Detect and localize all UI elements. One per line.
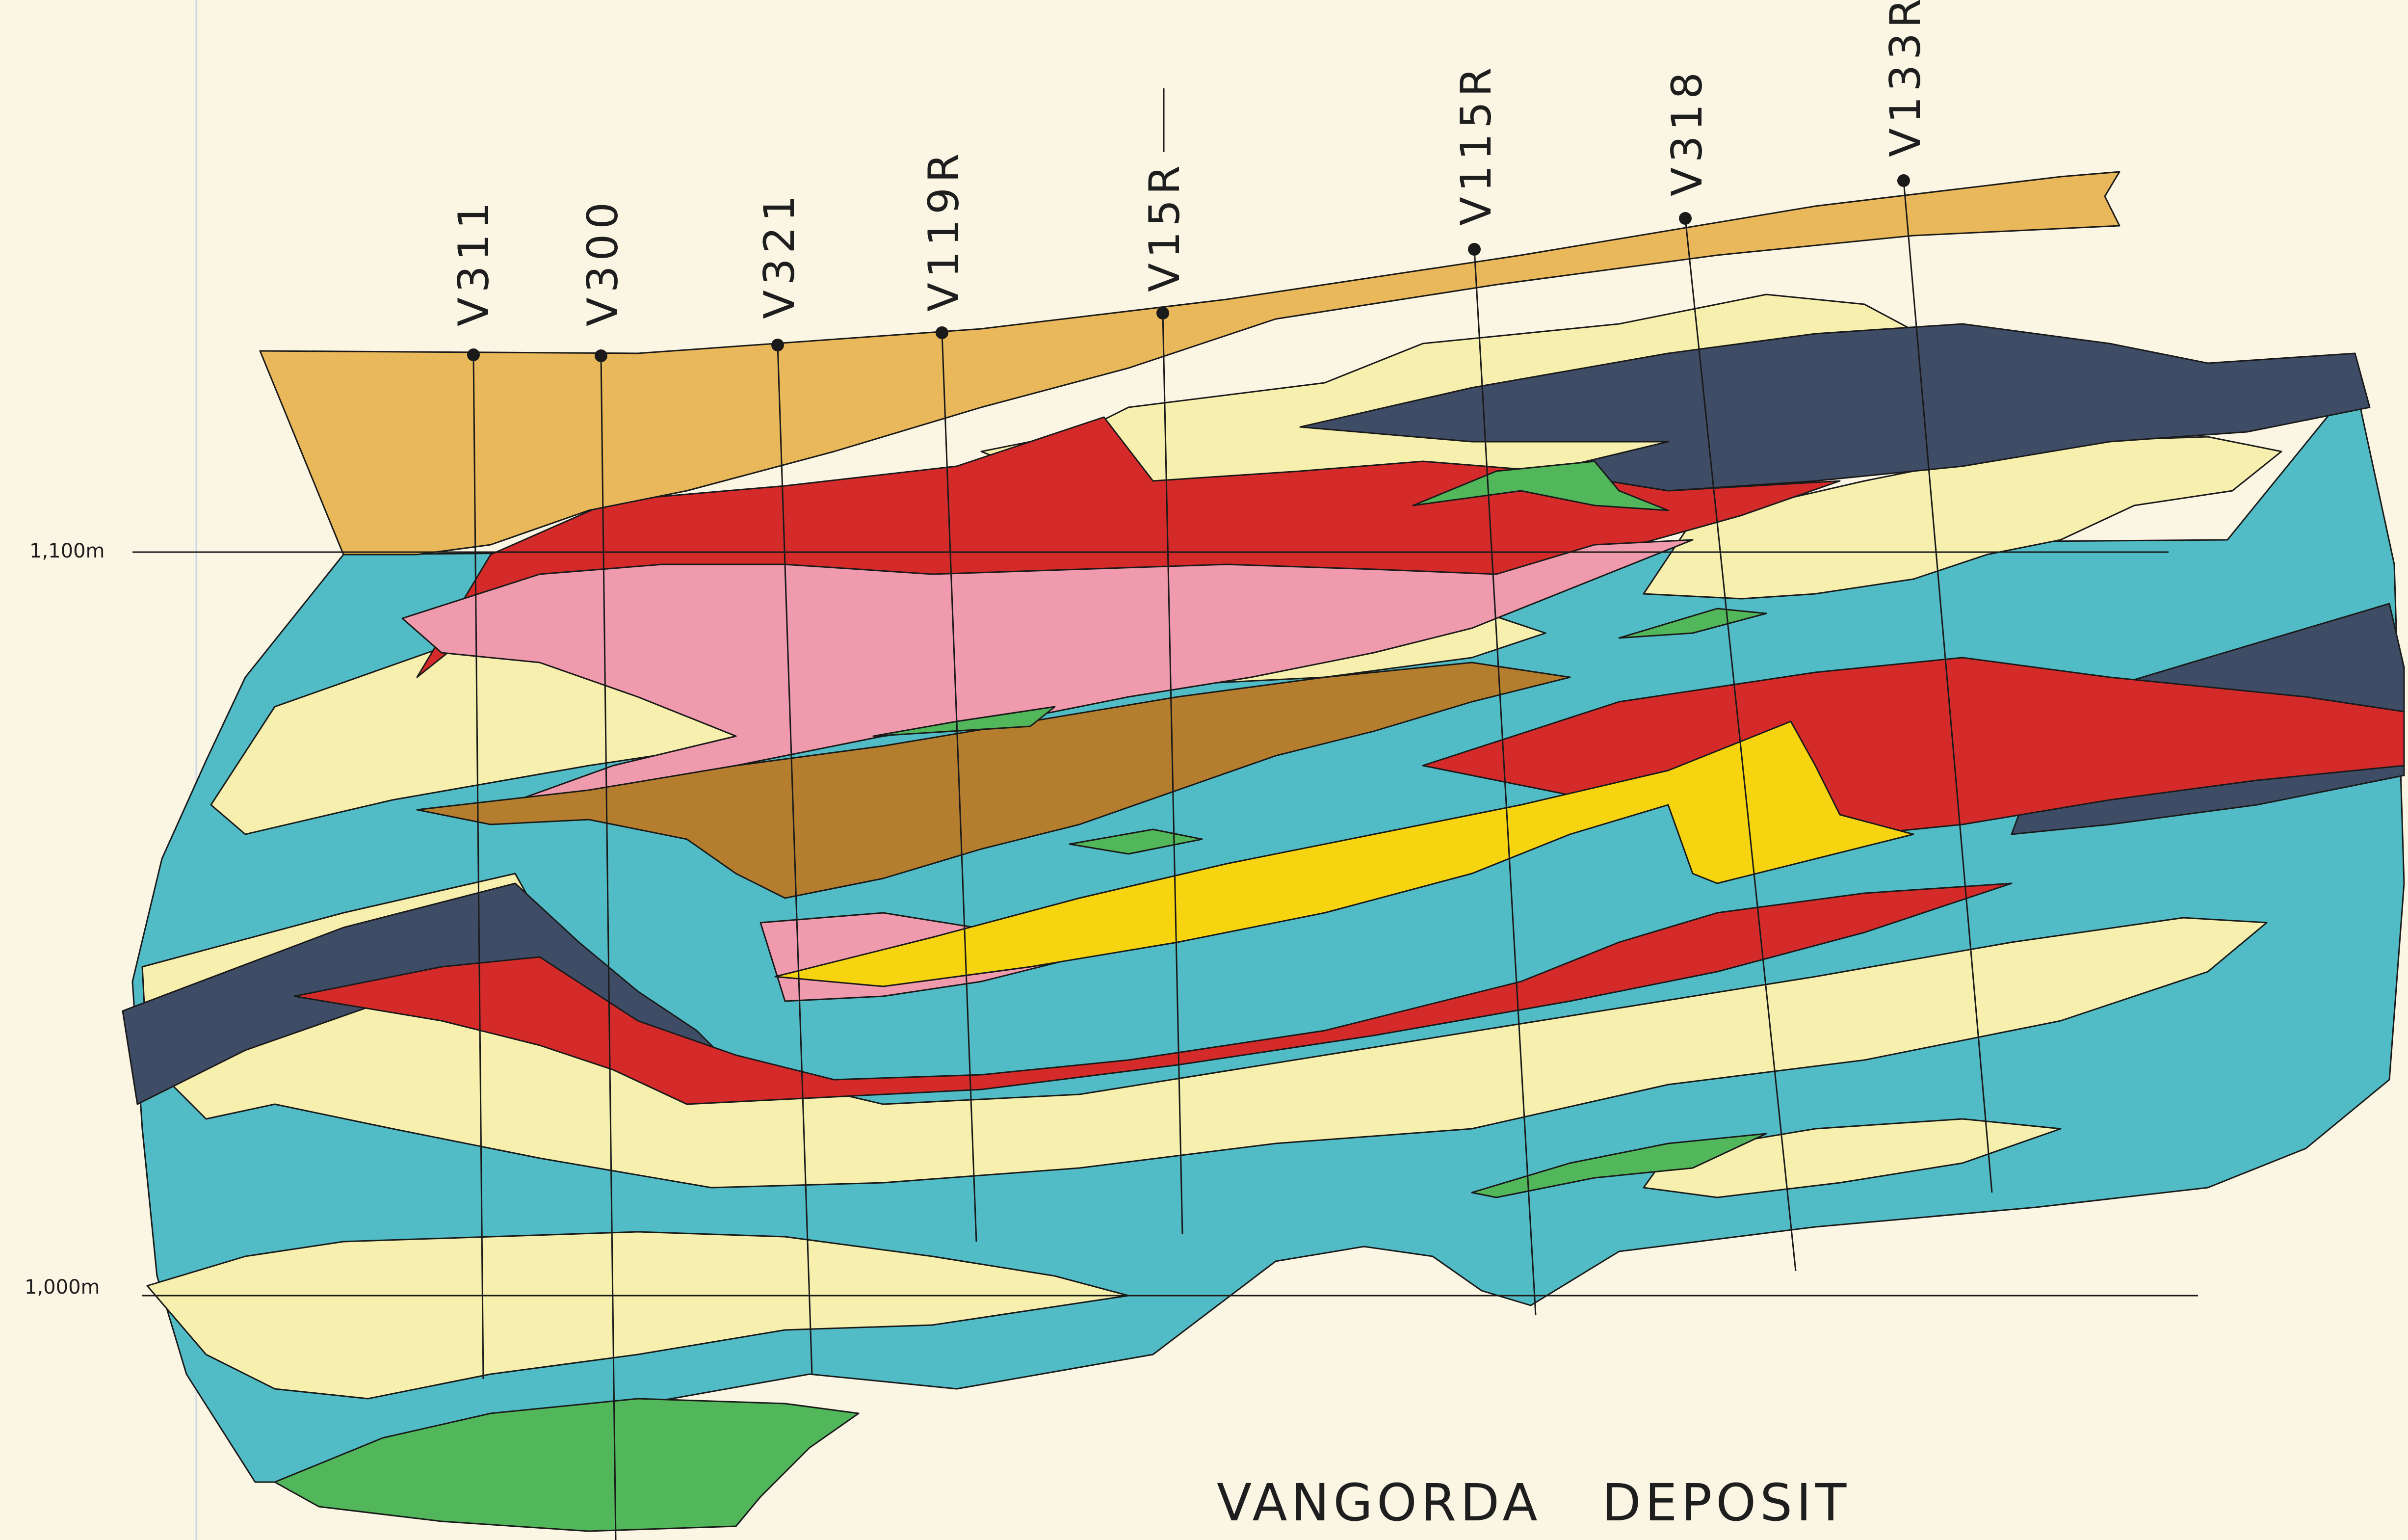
drill-trace bbox=[472, 354, 484, 1380]
unit-green-small bbox=[1069, 828, 1203, 855]
drill-collar-marker bbox=[1897, 174, 1910, 187]
elevation-label-1100: 1,100m bbox=[29, 540, 105, 562]
drill-collar-marker bbox=[1468, 243, 1481, 256]
unit-green-lower bbox=[1471, 1133, 1767, 1198]
drill-hole-label: V300 bbox=[578, 197, 628, 326]
drill-trace bbox=[1473, 249, 1537, 1316]
drill-collar-marker bbox=[467, 348, 480, 361]
drill-collar-marker bbox=[595, 349, 607, 362]
drill-collar-marker bbox=[771, 339, 784, 351]
drill-hole-label: V321 bbox=[755, 190, 804, 319]
drill-trace bbox=[1684, 218, 1797, 1272]
drill-hole-label: V133R bbox=[1881, 0, 1930, 157]
unit-red-lower bbox=[293, 882, 2013, 1105]
drill-hole-V15R: V15R bbox=[1140, 88, 1189, 1235]
unit-pink bbox=[401, 539, 1694, 811]
drill-collar-marker bbox=[936, 326, 948, 339]
drill-hole-label: V115R bbox=[1452, 62, 1501, 226]
unit-green-bottom bbox=[274, 1398, 860, 1532]
drill-hole-label: V119R bbox=[919, 148, 968, 312]
deposit-title: VANGORDA DEPOSIT bbox=[1217, 1473, 1850, 1533]
drill-hole-label: V318 bbox=[1663, 67, 1712, 196]
drill-hole-V115R: V115R bbox=[1452, 62, 1537, 1316]
unit-green-right bbox=[1618, 608, 1767, 639]
unit-green-upper bbox=[1412, 460, 1669, 511]
drill-hole-label: V15R bbox=[1140, 160, 1189, 292]
drill-hole-V318: V318 bbox=[1663, 67, 1797, 1272]
unit-bright-yellow bbox=[774, 720, 1914, 987]
drill-hole-V311: V311 bbox=[449, 197, 498, 1380]
drill-hole-V119R: V119R bbox=[919, 148, 977, 1242]
drill-trace bbox=[600, 355, 617, 1540]
drill-trace bbox=[1162, 313, 1183, 1235]
drill-hole-label: V311 bbox=[449, 197, 498, 326]
drill-trace bbox=[777, 345, 813, 1375]
drill-hole-V133R: V133R bbox=[1881, 0, 1993, 1193]
drill-hole-V300: V300 bbox=[578, 197, 628, 1540]
drill-collar-marker bbox=[1679, 212, 1692, 225]
drill-trace bbox=[941, 332, 977, 1242]
drill-collar-marker bbox=[1156, 307, 1169, 319]
unit-green-mid bbox=[872, 706, 1056, 737]
drill-hole-V321: V321 bbox=[755, 190, 813, 1375]
drill-trace bbox=[1903, 180, 1993, 1193]
unit-pale-yellow-bottom-left bbox=[146, 1231, 1129, 1400]
unit-overburden bbox=[259, 171, 2120, 556]
elevation-label-1000: 1,000m bbox=[25, 1276, 100, 1299]
unit-pale-yellow-bottom-right bbox=[1643, 1118, 2062, 1198]
